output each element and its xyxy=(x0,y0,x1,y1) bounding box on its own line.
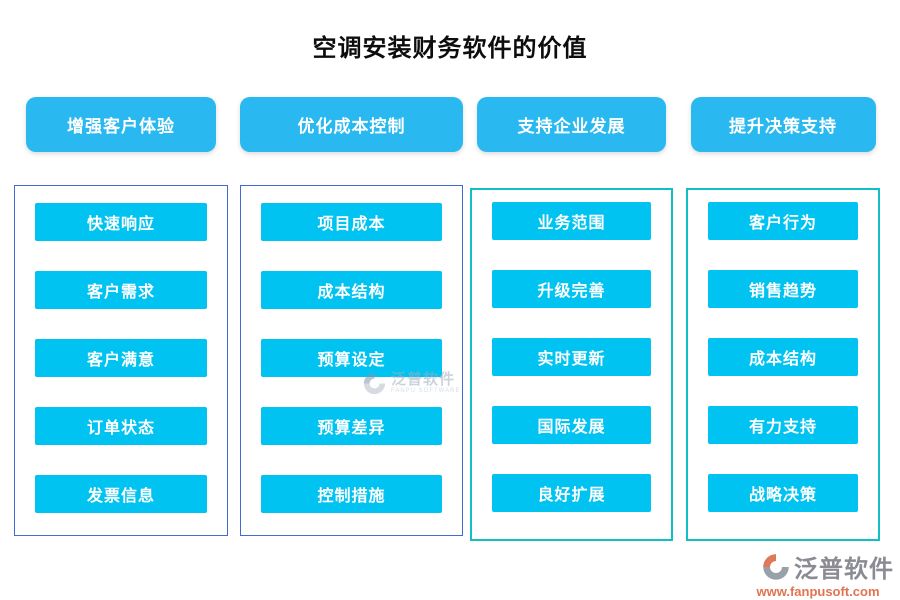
value-item: 有力支持 xyxy=(708,406,858,444)
value-item: 销售趋势 xyxy=(708,270,858,308)
value-item: 客户满意 xyxy=(35,339,207,377)
column-header: 优化成本控制 xyxy=(240,97,463,152)
value-item: 订单状态 xyxy=(35,407,207,445)
value-item: 国际发展 xyxy=(492,406,651,444)
value-item: 客户行为 xyxy=(708,202,858,240)
value-item: 预算设定 xyxy=(261,339,442,377)
column-header: 支持企业发展 xyxy=(477,97,666,152)
value-item: 成本结构 xyxy=(708,338,858,376)
column-box: 业务范围 升级完善 实时更新 国际发展 良好扩展 xyxy=(470,188,673,541)
column-cost-control: 优化成本控制 项目成本 成本结构 预算设定 预算差异 控制措施 xyxy=(240,97,463,536)
column-header: 增强客户体验 xyxy=(26,97,216,152)
column-customer-experience: 增强客户体验 快速响应 客户需求 客户满意 订单状态 发票信息 xyxy=(14,97,228,536)
footer-brand: 泛普软件 xyxy=(794,556,894,583)
value-item: 良好扩展 xyxy=(492,474,651,512)
watermark-logo-icon xyxy=(363,372,386,395)
fanpu-logo-icon xyxy=(763,553,789,580)
value-item: 业务范围 xyxy=(492,202,651,240)
column-box: 项目成本 成本结构 预算设定 预算差异 控制措施 xyxy=(240,185,463,536)
value-item: 控制措施 xyxy=(261,475,442,513)
column-decision-support: 提升决策支持 客户行为 销售趋势 成本结构 有力支持 战略决策 xyxy=(686,97,880,541)
column-box: 快速响应 客户需求 客户满意 订单状态 发票信息 xyxy=(14,185,228,536)
watermark: 泛普软件 FANPU SOFTWARE xyxy=(362,371,460,396)
column-enterprise-development: 支持企业发展 业务范围 升级完善 实时更新 国际发展 良好扩展 xyxy=(470,97,673,541)
value-item: 发票信息 xyxy=(35,475,207,513)
value-item: 预算差异 xyxy=(261,407,442,445)
footer-url: www.fanpusoft.com xyxy=(756,584,880,599)
value-item: 战略决策 xyxy=(708,474,858,512)
value-item: 快速响应 xyxy=(35,203,207,241)
value-item: 升级完善 xyxy=(492,270,651,308)
value-item: 成本结构 xyxy=(261,271,442,309)
watermark-subtitle: FANPU SOFTWARE xyxy=(391,388,461,394)
page-title: 空调安装财务软件的价值 xyxy=(312,35,588,62)
column-box: 客户行为 销售趋势 成本结构 有力支持 战略决策 xyxy=(686,188,880,541)
column-header: 提升决策支持 xyxy=(690,97,876,152)
value-item: 实时更新 xyxy=(492,338,651,376)
value-item: 客户需求 xyxy=(35,271,207,309)
value-item: 项目成本 xyxy=(261,203,442,241)
footer-logo: 泛普软件 www.fanpusoft.com xyxy=(742,549,894,599)
watermark-brand: 泛普软件 xyxy=(391,371,456,388)
